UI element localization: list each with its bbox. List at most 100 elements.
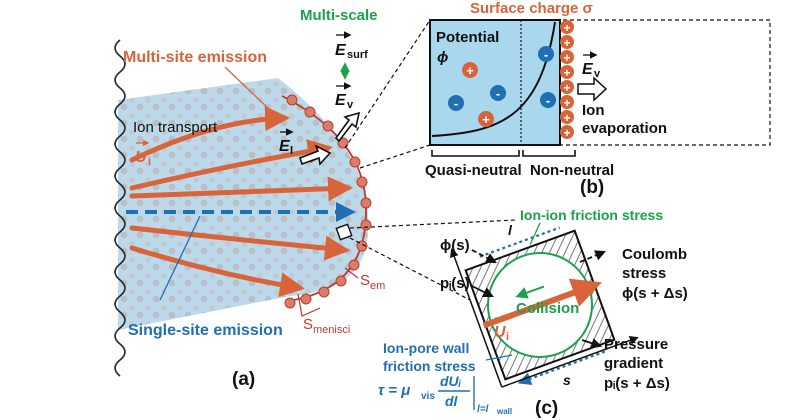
- phi-s-label: ϕ(s): [440, 237, 470, 254]
- svg-text:vis: vis: [421, 391, 435, 402]
- svg-text:-: -: [496, 86, 500, 101]
- collision-label: Collision: [516, 300, 579, 317]
- svg-text:S: S: [360, 272, 370, 289]
- menisci-bumps: [284, 94, 372, 309]
- svg-text:-: -: [454, 96, 458, 111]
- panel-c: Ion-ion friction stress Collision l s U …: [378, 207, 688, 419]
- panel-b: Surface charge σ Potential ϕ + - -: [425, 0, 771, 198]
- svg-text:l=l: l=l: [477, 404, 489, 415]
- svg-text:dl: dl: [445, 393, 459, 409]
- l-axis-label: l: [508, 222, 513, 238]
- panel-a-caption: (a): [232, 369, 255, 390]
- ion-ion-friction-label: Ion-ion friction stress: [520, 207, 663, 223]
- s-axis-label: s: [563, 372, 571, 388]
- anion: -: [490, 85, 506, 101]
- zoom-line-b-bottom: [359, 144, 431, 169]
- coulomb-label-3: ϕ(s + Δs): [622, 285, 688, 302]
- panel-b-dashed-box: [429, 19, 771, 146]
- transport-arrow-3: [129, 176, 353, 202]
- svg-text:+: +: [563, 66, 570, 80]
- p-s-label: pᵢ(s): [440, 275, 470, 292]
- coulomb-label-1: Coulomb: [622, 246, 687, 263]
- multi-site-label: Multi-site emission: [123, 49, 267, 66]
- quasi-neutral-bracket: [431, 150, 520, 157]
- anion: -: [540, 92, 556, 108]
- evaporation-label: evaporation: [582, 120, 667, 137]
- panel-c-caption: (c): [535, 398, 558, 419]
- non-neutral-label: Non-neutral: [530, 162, 614, 179]
- single-site-label: Single-site emission: [128, 322, 283, 339]
- u-i-symbol: U i: [135, 139, 151, 168]
- l-axis: [450, 248, 503, 388]
- s-em-label: S em: [360, 272, 385, 292]
- svg-text:U: U: [494, 324, 506, 341]
- svg-text:E: E: [335, 92, 347, 109]
- multiscale-label: Multi-scale: [300, 7, 378, 24]
- svg-text:+: +: [482, 112, 490, 127]
- pressure-label-2: gradient: [604, 355, 663, 372]
- cation: +: [462, 62, 478, 78]
- pore-wall-leader: [485, 354, 513, 361]
- non-neutral-bracket: [522, 150, 576, 157]
- phi-s-arrow: [471, 249, 497, 263]
- s-menisci-leader: [297, 293, 321, 317]
- svg-text:l: l: [290, 145, 293, 157]
- bulk-ions: + - - + - -: [448, 46, 556, 127]
- pore-wall-label-2: friction stress: [383, 358, 476, 374]
- zoom-line-b-top: [344, 19, 431, 149]
- zoom-line-c-top: [349, 219, 516, 229]
- svg-text:+: +: [563, 96, 570, 110]
- coulomb-label-2: stress: [622, 265, 666, 282]
- ion-ion-leader: [529, 222, 541, 246]
- svg-text:-: -: [546, 93, 550, 108]
- svg-text:v: v: [594, 68, 601, 80]
- pressure-arrow: [581, 338, 603, 349]
- surface-charge-title: Surface charge σ: [470, 0, 593, 17]
- p-s-arrow: [471, 285, 494, 297]
- transport-arrow-4: [129, 225, 350, 261]
- svg-text:E: E: [335, 42, 347, 59]
- pressure-label-1: Pressure: [604, 336, 668, 353]
- svg-text:v: v: [347, 99, 354, 111]
- coulomb-arrow: [579, 250, 606, 263]
- svg-text:+: +: [563, 126, 570, 140]
- s-em-leader: [344, 267, 359, 279]
- s-axis: [501, 336, 639, 388]
- svg-text:+: +: [563, 21, 570, 35]
- e-surf-symbol: E surf: [335, 31, 368, 61]
- svg-text:U: U: [135, 149, 147, 166]
- svg-text:τ = μ: τ = μ: [378, 382, 410, 399]
- pore-wall-label-1: Ion-pore wall: [383, 340, 469, 356]
- e-l-symbol: E l: [279, 128, 294, 157]
- svg-text:-: -: [544, 47, 548, 62]
- svg-text:E: E: [582, 61, 594, 78]
- panel-c-u-i-symbol: U i: [494, 314, 509, 343]
- pressure-label-3: pᵢ(s + Δs): [604, 375, 670, 392]
- single-site-leader: [159, 215, 201, 301]
- zoom-line-c-bottom: [349, 237, 471, 301]
- transport-arrow-2: [129, 139, 333, 191]
- surface-charge-column: + + + + + + + +: [560, 20, 574, 140]
- panel-a: Multi-site emission Multi-scale E surf E…: [114, 7, 516, 390]
- svg-text:em: em: [370, 280, 385, 292]
- zoom-source-square: [335, 223, 353, 241]
- transport-arrow-1: [129, 106, 290, 163]
- e-v-hollow-arrow: [334, 111, 361, 143]
- svg-text:+: +: [466, 63, 474, 78]
- e-v-symbol: E v: [335, 82, 354, 111]
- quasi-neutral-label: Quasi-neutral: [425, 162, 522, 179]
- phi-label: ϕ: [437, 49, 448, 66]
- tau-equation: τ = μ vis dUᵢ dl l=l wall: [378, 373, 512, 416]
- collision-arrow: [515, 285, 545, 299]
- svg-text:menisci: menisci: [313, 324, 350, 336]
- panel-b-ev-symbol: E v: [582, 51, 601, 80]
- ion-label: Ion: [582, 102, 605, 119]
- potential-label: Potential: [436, 29, 499, 46]
- svg-text:i: i: [506, 331, 509, 343]
- svg-text:surf: surf: [347, 49, 368, 61]
- panel-b-caption: (b): [580, 177, 604, 198]
- svg-text:+: +: [563, 36, 570, 50]
- porous-emitter-body: [118, 78, 369, 330]
- svg-text:dUᵢ: dUᵢ: [440, 373, 462, 389]
